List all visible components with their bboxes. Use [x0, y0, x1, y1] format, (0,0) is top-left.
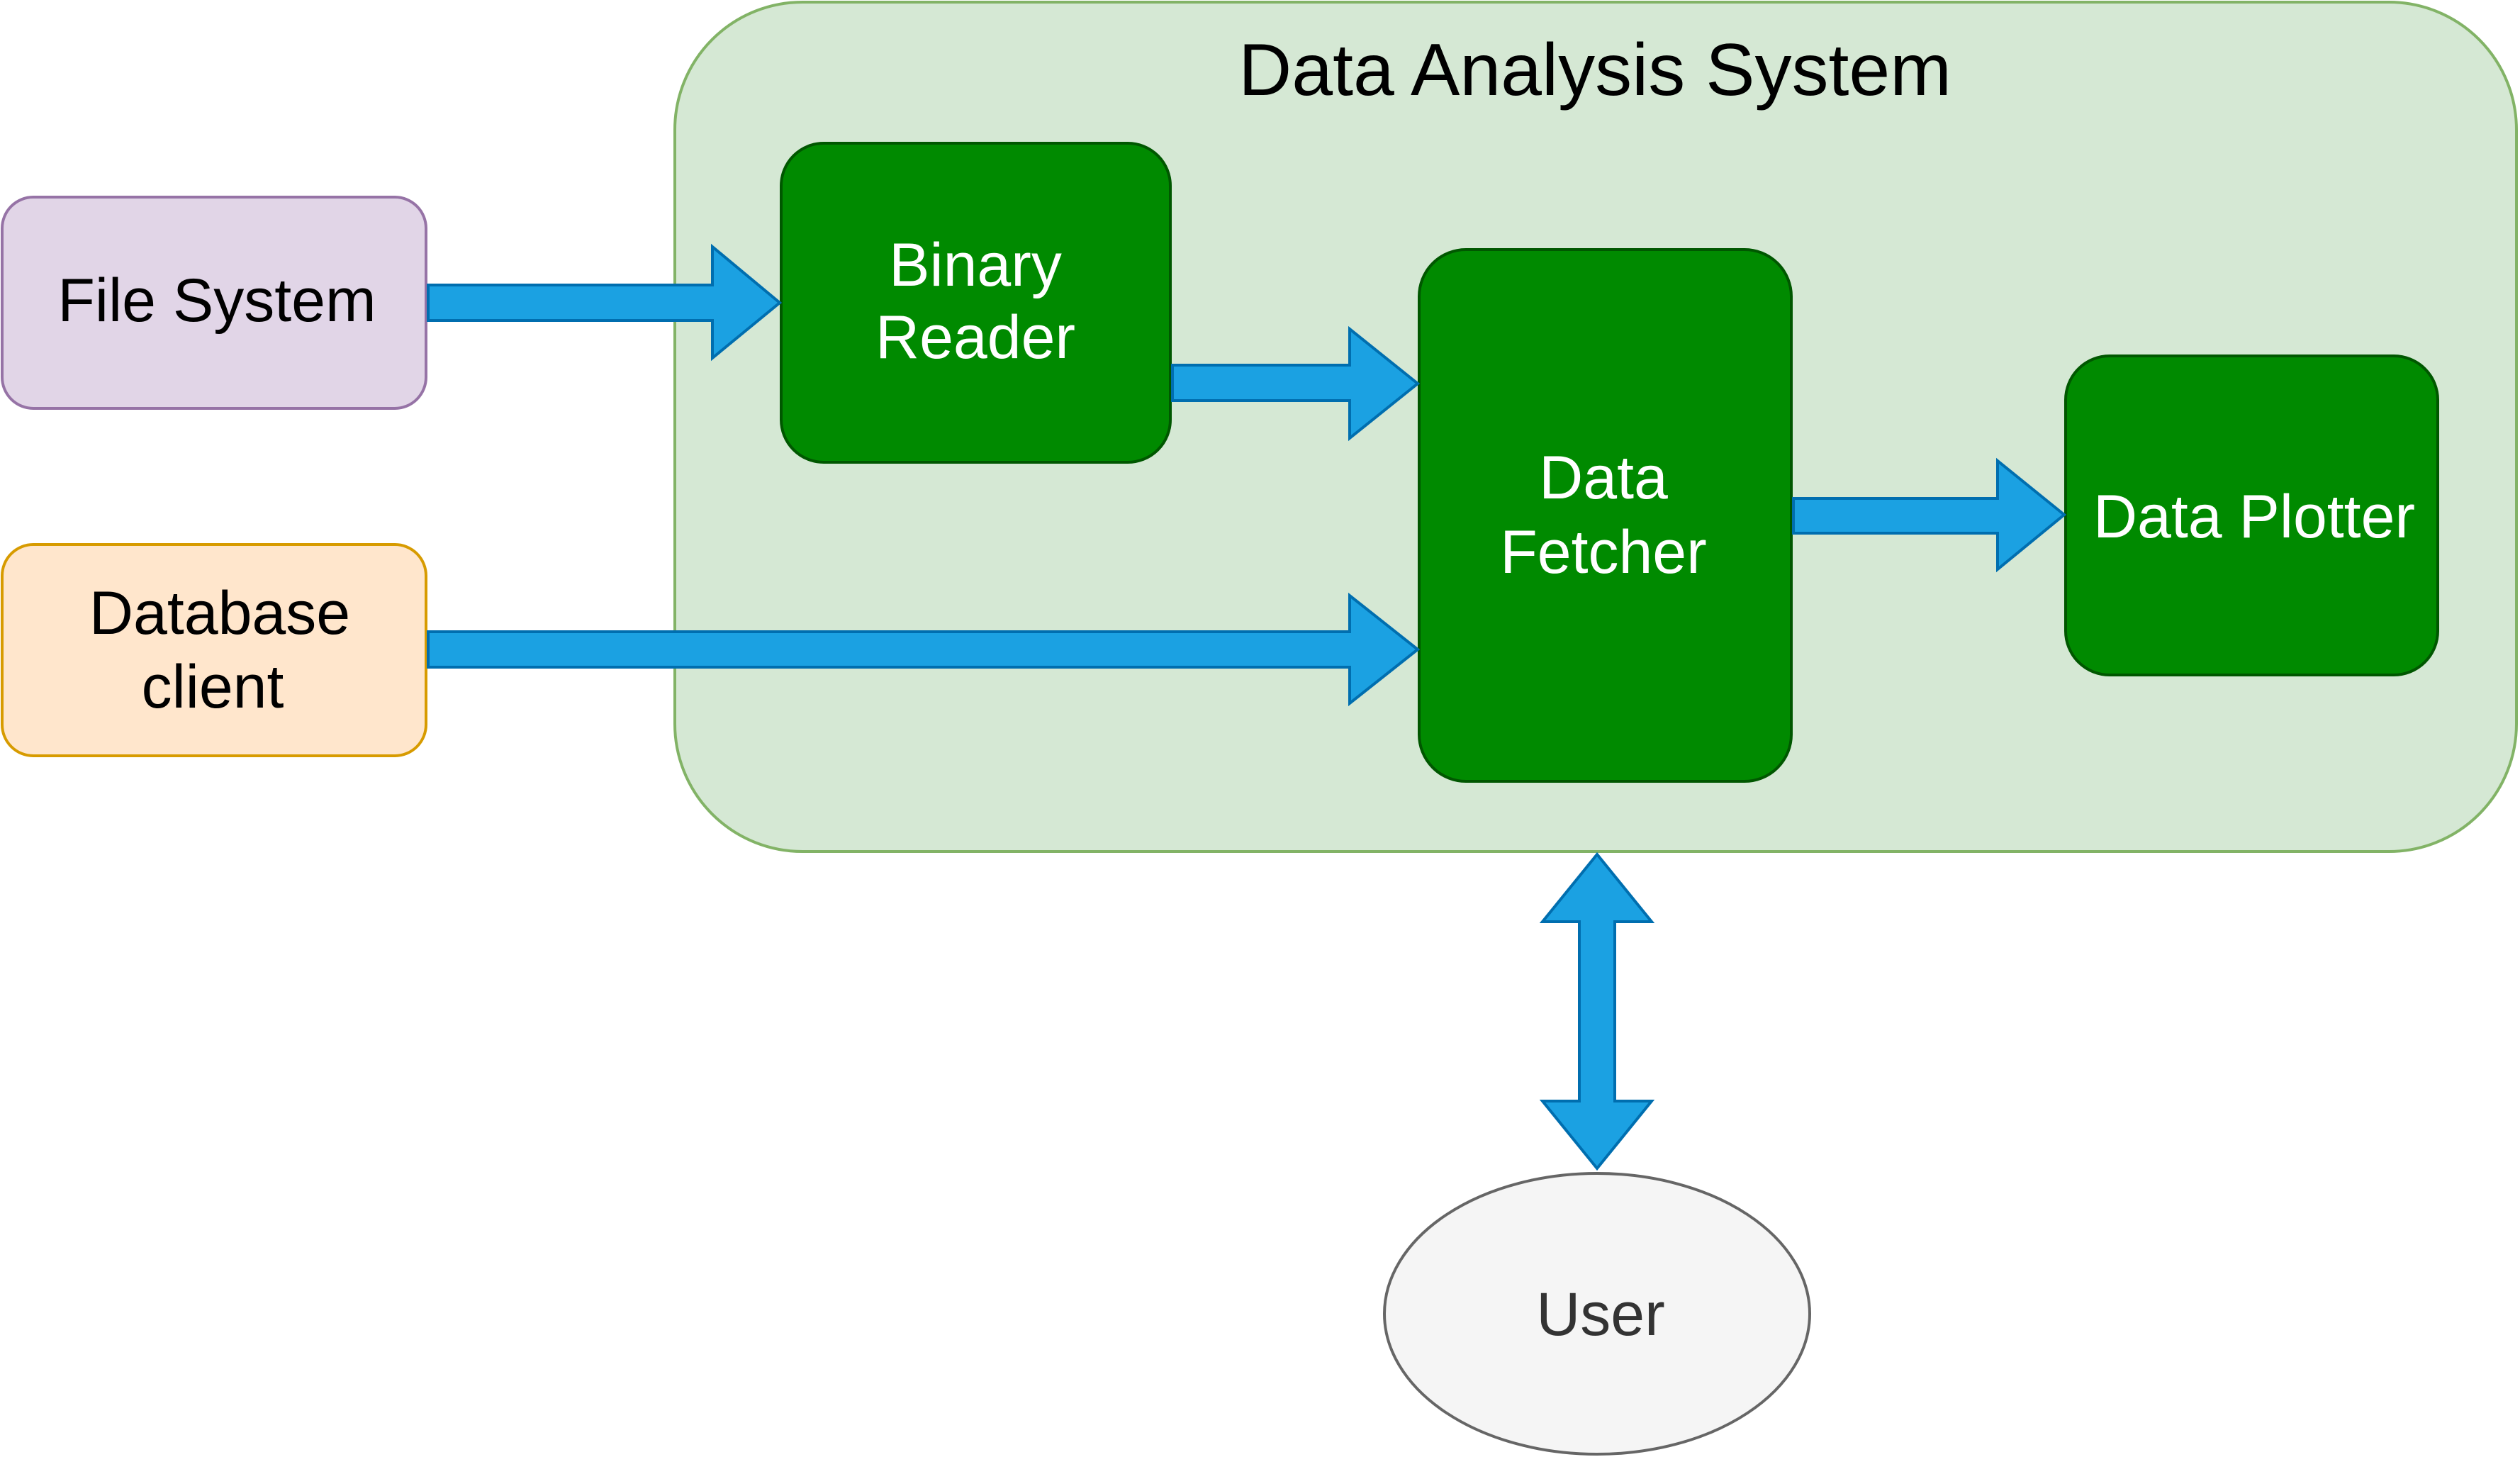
database-client-box [1, 543, 427, 757]
data-fetcher-node[interactable]: Data Fetcher [1418, 248, 1793, 783]
data-fetcher-label-line2: Fetcher [1500, 518, 1707, 586]
data-plotter-label: Data Plotter [2093, 483, 2415, 551]
binary-reader-node[interactable]: Binary Reader [780, 142, 1172, 464]
data-fetcher-label-line1: Data [1539, 444, 1668, 512]
binary-reader-label-line1: Binary [889, 231, 1062, 299]
file-system-box [1, 196, 427, 410]
database-client-label-line1: Database [89, 579, 350, 647]
file-system-label: File System [57, 267, 376, 335]
data-plotter-box [2064, 355, 2439, 676]
arrow-user-system-bidirectional [1539, 852, 1655, 1171]
data-plotter-node[interactable]: Data Plotter [2064, 355, 2439, 676]
binary-reader-label-line2: Reader [875, 303, 1075, 372]
database-client-label-line2: client [142, 653, 284, 721]
user-label: User [1536, 1280, 1665, 1349]
arrow-file-system-to-binary-reader [427, 243, 783, 362]
data-fetcher-box [1418, 248, 1793, 783]
arrow-binary-reader-to-data-fetcher [1171, 325, 1421, 442]
binary-reader-box [780, 142, 1172, 464]
arrow-database-client-to-data-fetcher [427, 592, 1421, 707]
arrow-data-fetcher-to-data-plotter [1792, 457, 2067, 573]
user-node[interactable]: User [1383, 1172, 1811, 1456]
file-system-node[interactable]: File System [1, 196, 427, 410]
user-ellipse [1383, 1172, 1811, 1456]
database-client-node[interactable]: Database client [1, 543, 427, 757]
system-title: Data Analysis System [1238, 29, 1951, 111]
